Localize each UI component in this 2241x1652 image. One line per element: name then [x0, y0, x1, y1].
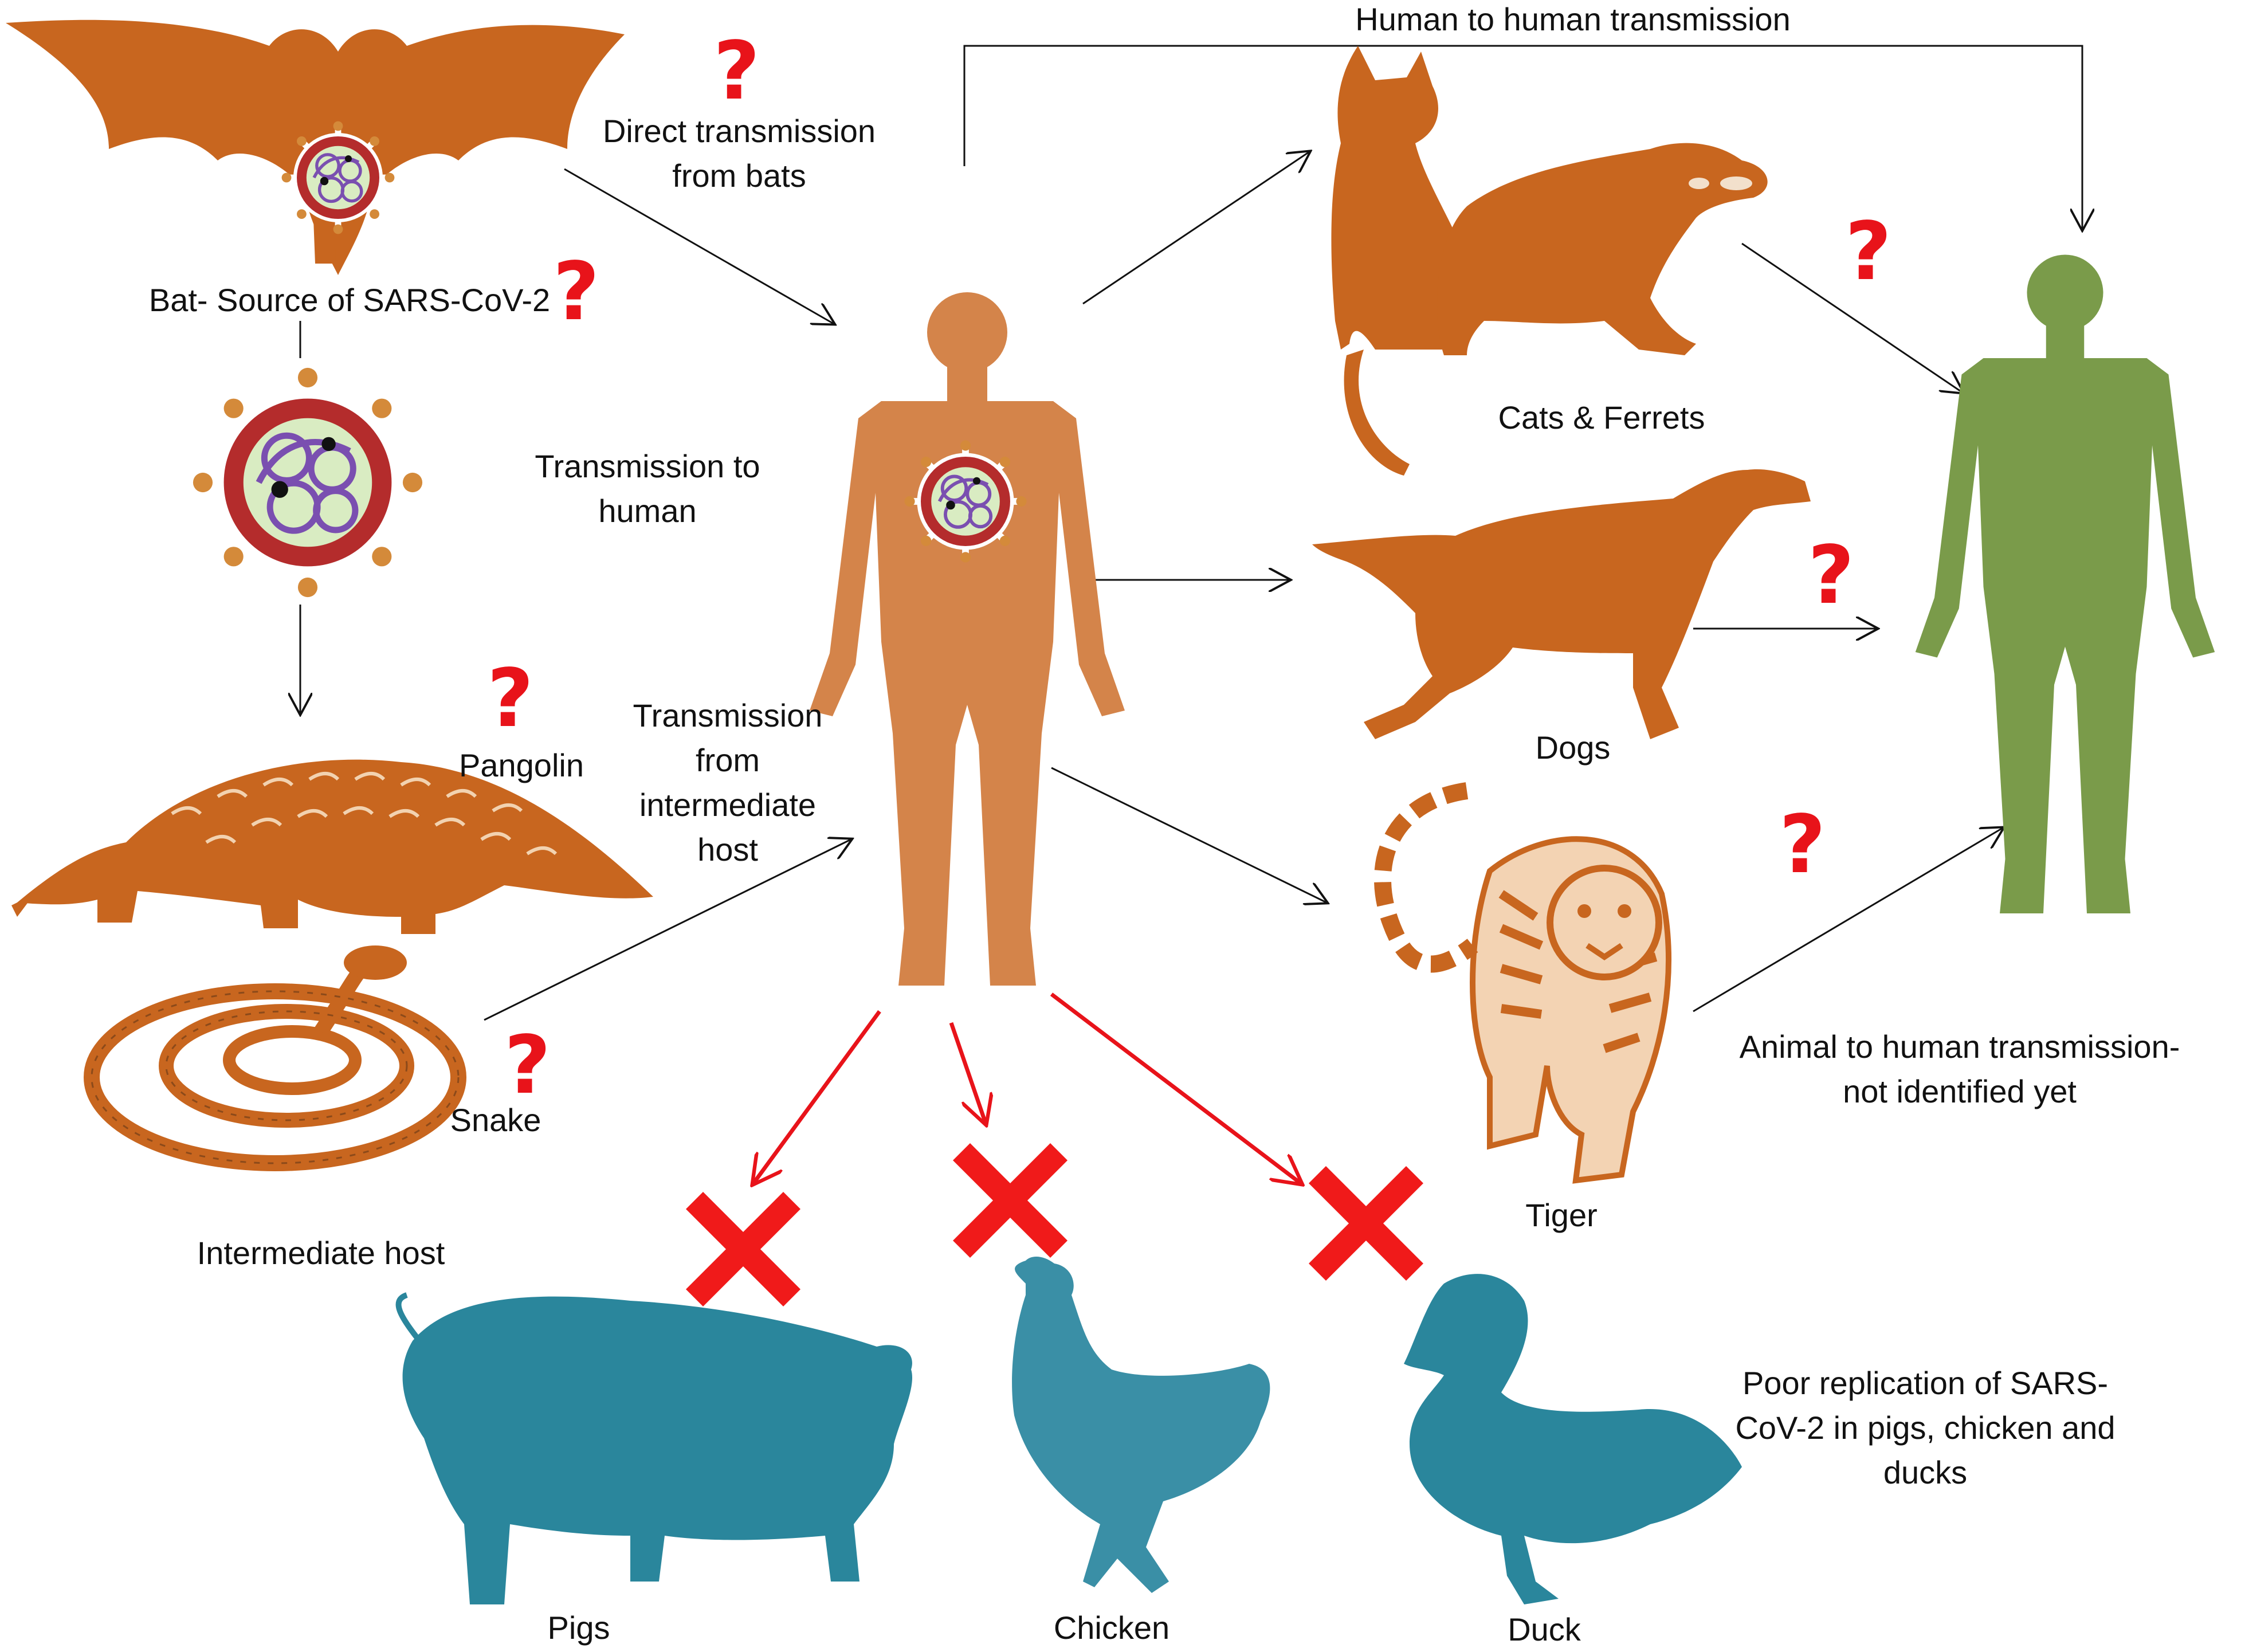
- pig-icon: [395, 1292, 913, 1604]
- cross-icon: [953, 1143, 1067, 1258]
- arrows: [300, 45, 2082, 1021]
- virus-icon: [193, 368, 422, 597]
- label-from-intermediate-host: Transmission from intermediate host: [633, 697, 823, 868]
- cat-icon: [1331, 46, 1474, 476]
- question-mark-snake: ?: [504, 1019, 551, 1112]
- arrow-human-to-cats: [1082, 152, 1309, 305]
- ferret-icon: [1437, 143, 1768, 355]
- red-arrow-to-pigs: [753, 1010, 881, 1183]
- label-intermediate-host: Intermediate host: [197, 1235, 445, 1271]
- label-direct-from-bats: Direct transmission from bats: [602, 113, 876, 194]
- duck-icon: [1404, 1274, 1742, 1604]
- question-mark-tiger: ?: [1779, 798, 1826, 892]
- red-arrow-to-duck: [1050, 992, 1301, 1183]
- label-poor-replication: Poor replication of SARS- CoV-2 in pigs,…: [1735, 1365, 2116, 1490]
- label-animal-to-human: Animal to human transmission- not identi…: [1739, 1029, 2180, 1109]
- label-bat-source: Bat- Source of SARS-CoV-2: [148, 282, 551, 318]
- question-mark-cats: ?: [1845, 205, 1892, 299]
- label-human-to-human: Human to human transmission: [1355, 1, 1791, 37]
- label-transmission-to-human: Transmission to human: [535, 448, 760, 529]
- arrow-human-to-tiger: [1051, 767, 1326, 902]
- label-cats-ferrets: Cats & Ferrets: [1498, 399, 1705, 435]
- question-mark-pangolin: ?: [487, 652, 534, 745]
- label-dogs: Dogs: [1535, 729, 1611, 766]
- red-arrow-to-chicken: [949, 1022, 986, 1123]
- chicken-icon: [1012, 1257, 1270, 1593]
- question-mark-dogs: ?: [1808, 529, 1855, 622]
- arrow-cats-to-target: [1741, 242, 1963, 393]
- label-tiger: Tiger: [1525, 1197, 1598, 1233]
- dog-icon: [1312, 469, 1811, 739]
- arrow-human-to-human: [963, 45, 2082, 229]
- virus-icon: [282, 121, 395, 234]
- label-chicken: Chicken: [1053, 1610, 1170, 1646]
- snake-icon: [84, 945, 466, 1171]
- human-icon: [810, 292, 1125, 986]
- arrow-snake-to-human: [484, 839, 851, 1021]
- label-snake: Snake: [450, 1102, 541, 1138]
- label-pigs: Pigs: [547, 1610, 610, 1646]
- arrow-bat-to-human: [564, 168, 834, 324]
- virus-icon: [904, 440, 1026, 562]
- label-pangolin: Pangolin: [459, 747, 584, 783]
- question-mark-bat-direct: ?: [713, 25, 760, 118]
- label-duck: Duck: [1508, 1611, 1581, 1647]
- red-arrows: [753, 992, 1301, 1183]
- tiger-icon: [1374, 782, 1671, 1184]
- arrow-tiger-to-target: [1693, 828, 2003, 1013]
- cross-icon: [686, 1192, 800, 1306]
- question-mark-bat-source: ?: [553, 245, 600, 339]
- cross-icon: [1309, 1166, 1423, 1281]
- pangolin-icon: [11, 759, 653, 934]
- human-icon: [1915, 254, 2215, 913]
